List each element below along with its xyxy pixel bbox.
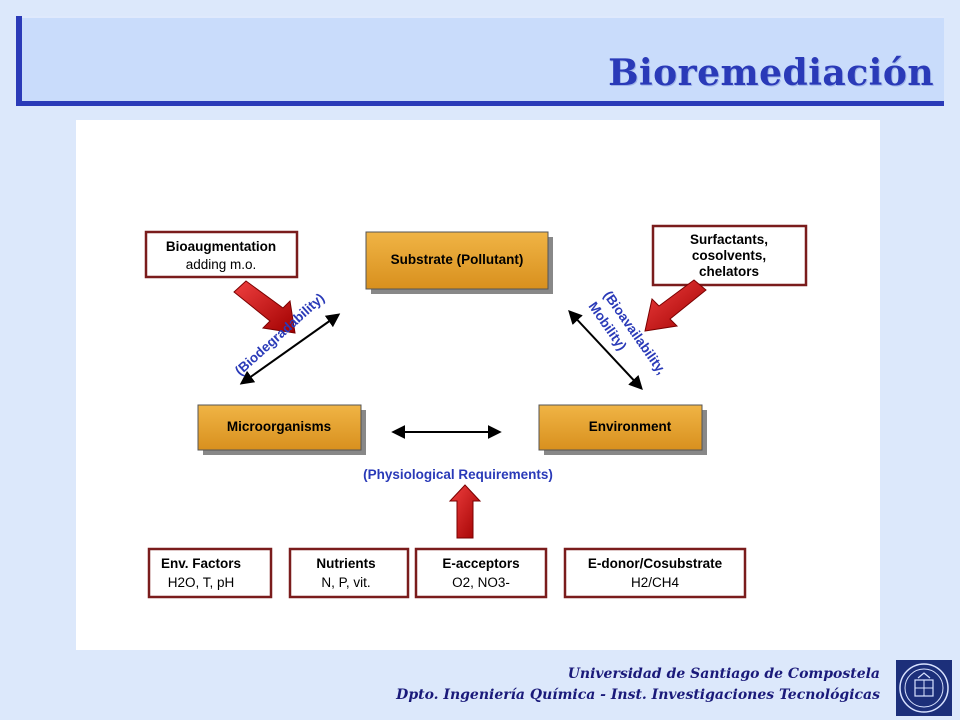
substrate-box: Substrate (Pollutant) bbox=[365, 231, 553, 294]
diagram-panel: Substrate (Pollutant) Microorganisms Env… bbox=[76, 120, 880, 650]
environment-label: Environment bbox=[589, 419, 672, 434]
surfactants-box: Surfactants, cosolvents, chelators bbox=[651, 224, 808, 287]
bioavailability-arrow bbox=[568, 309, 643, 391]
bioremediation-diagram: Substrate (Pollutant) Microorganisms Env… bbox=[144, 224, 808, 599]
footer-university: Universidad de Santiago de Compostela bbox=[567, 666, 880, 682]
env-factors-subtitle: H2O, T, pH bbox=[168, 575, 235, 590]
environment-box: Environment bbox=[538, 404, 707, 455]
bioaugmentation-title: Bioaugmentation bbox=[166, 239, 276, 254]
e-donor-title: E-donor/Cosubstrate bbox=[588, 556, 723, 571]
substrate-label: Substrate (Pollutant) bbox=[391, 252, 524, 267]
e-acceptors-box: E-acceptors O2, NO3- bbox=[414, 547, 548, 599]
e-donor-box: E-donor/Cosubstrate H2/CH4 bbox=[563, 547, 747, 599]
surfactants-line-1: Surfactants, bbox=[690, 232, 768, 247]
bioaugmentation-subtitle: adding m.o. bbox=[186, 257, 257, 272]
microorganisms-label: Microorganisms bbox=[227, 419, 331, 434]
e-acceptors-title: E-acceptors bbox=[442, 556, 519, 571]
page-title: Bioremediación bbox=[608, 52, 934, 94]
surfactants-line-3: chelators bbox=[699, 264, 759, 279]
env-factors-box: Env. Factors H2O, T, pH bbox=[147, 547, 273, 599]
red-arrow-requirements bbox=[448, 484, 482, 539]
university-seal-logo bbox=[896, 660, 952, 716]
footer-department: Dpto. Ingeniería Química - Inst. Investi… bbox=[396, 687, 880, 703]
footer: Universidad de Santiago de Compostela Dp… bbox=[396, 664, 880, 706]
microorganisms-box: Microorganisms bbox=[197, 404, 366, 455]
physiological-label: (Physiological Requirements) bbox=[363, 467, 553, 482]
title-band: Bioremediación bbox=[16, 16, 944, 106]
nutrients-box: Nutrients N, P, vit. bbox=[288, 547, 410, 599]
biodegradability-arrow bbox=[239, 313, 341, 385]
bioaugmentation-box: Bioaugmentation adding m.o. bbox=[144, 230, 299, 279]
e-acceptors-subtitle: O2, NO3- bbox=[452, 575, 510, 590]
biodegradability-label: (Biodegradability) bbox=[232, 290, 327, 378]
nutrients-title: Nutrients bbox=[316, 556, 375, 571]
nutrients-subtitle: N, P, vit. bbox=[321, 575, 370, 590]
env-factors-title: Env. Factors bbox=[161, 556, 241, 571]
surfactants-line-2: cosolvents, bbox=[692, 248, 766, 263]
red-arrow-surfactants bbox=[644, 279, 707, 332]
e-donor-subtitle: H2/CH4 bbox=[631, 575, 680, 590]
